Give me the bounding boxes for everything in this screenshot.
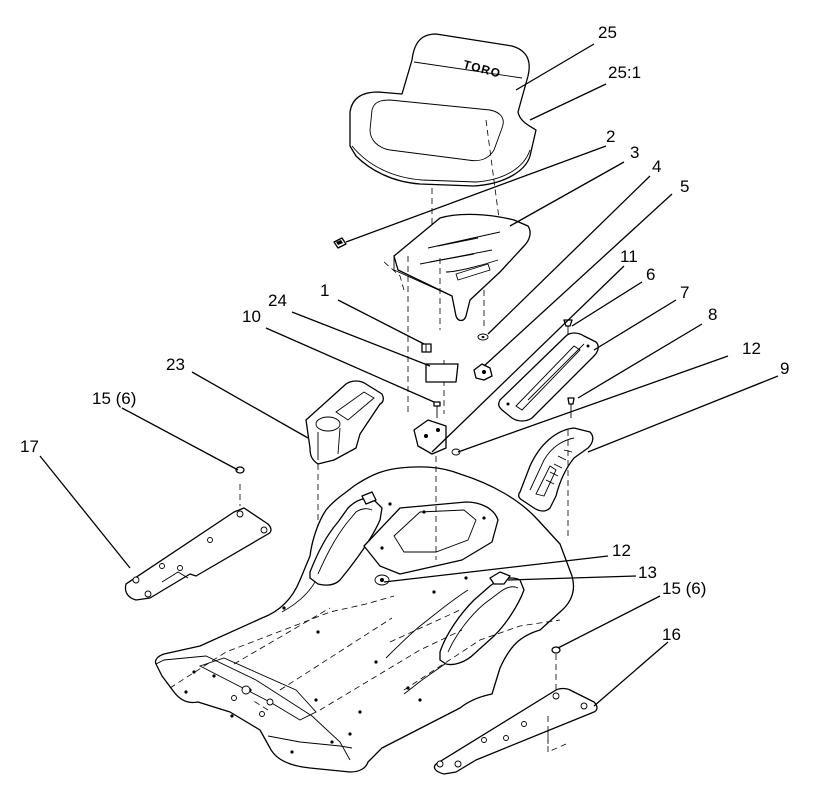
callout-16: 16 [662,625,681,644]
callout-25: 25 [598,23,617,42]
callout-8: 8 [708,305,717,324]
cup-holder [305,380,384,465]
callout-3: 3 [630,143,639,162]
callout-2: 2 [606,127,615,146]
callout-7: 7 [680,283,689,302]
callout-10: 10 [242,307,261,326]
left-footrest [124,507,272,601]
shift-plate [498,332,599,422]
screw-15-right [551,646,561,654]
right-footrest [433,687,598,775]
screw-10 [433,401,441,418]
bracket-11 [413,419,447,455]
callout-4: 4 [652,157,661,176]
nut-12-upper [451,448,461,456]
callout-12-upper: 12 [742,339,761,358]
callout-labels: 25 25:1 2 3 4 5 11 6 7 8 12 9 1 24 10 23… [20,23,789,644]
knob-5 [473,363,493,381]
callout-13: 13 [638,563,657,582]
callout-24: 24 [268,291,287,310]
callout-11: 11 [620,247,638,266]
shift-guide [518,427,594,512]
nut-1 [421,343,432,353]
washer-4 [477,333,489,341]
leader-lines [39,43,779,707]
callout-5: 5 [680,177,689,196]
callout-17: 17 [20,437,39,456]
callout-25-1: 25:1 [608,63,641,82]
bolt-2 [333,237,347,249]
seat: TORO [349,33,537,187]
callout-15-left: 15 (6) [92,389,136,408]
seat-pan [393,213,531,322]
callout-15-right: 15 (6) [662,579,706,598]
callout-9: 9 [780,359,789,378]
callout-12-lower: 12 [612,541,631,560]
callout-1: 1 [320,281,329,300]
screw-8 [567,397,575,418]
fender-body [154,466,575,773]
decal-24 [425,363,459,383]
callout-6: 6 [646,265,655,284]
callout-23: 23 [166,355,185,374]
screw-15-left [235,466,245,474]
